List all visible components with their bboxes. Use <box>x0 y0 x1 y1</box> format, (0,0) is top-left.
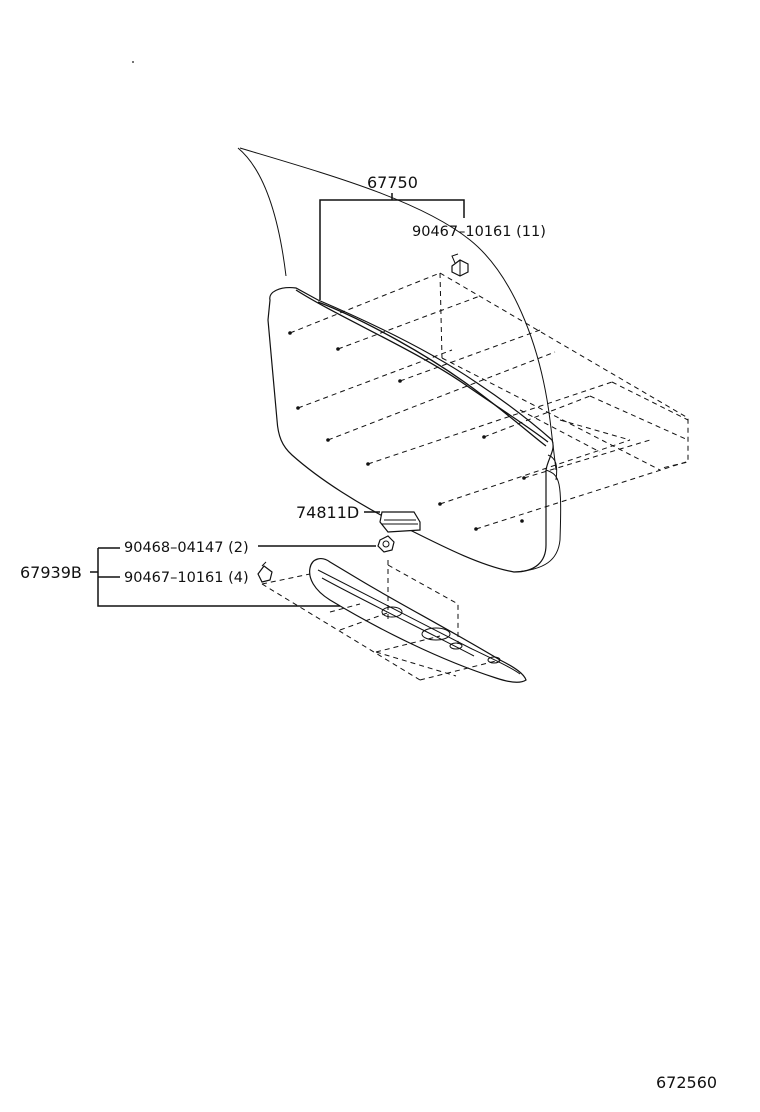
panel-leader <box>319 193 465 300</box>
figure-number: 672560 <box>656 1073 717 1092</box>
panel-clip-icon <box>451 253 469 277</box>
back-door-trim-board <box>267 287 562 573</box>
panel-clip-label: 90467–10161 (11) <box>412 224 546 240</box>
door-opening-outline <box>237 147 287 277</box>
garnish-clip-label: 90467–10161 (4) <box>124 570 249 586</box>
garnish-nut-icon <box>377 535 395 553</box>
group-part-label: 67939B <box>20 563 82 582</box>
nut-part-label: 90468–04147 (2) <box>124 540 249 556</box>
scan-speck <box>132 61 134 63</box>
board-projection-lines <box>289 272 689 530</box>
garnish-clip-icon <box>257 561 273 583</box>
lamp-part-label: 74811D <box>296 503 359 522</box>
garnish-projection-lines <box>261 560 501 681</box>
garnish-group-leader <box>90 545 376 607</box>
back-door-garnish <box>309 558 527 683</box>
panel-part-label: 67750 <box>367 173 418 192</box>
license-lamp-lens <box>379 511 421 533</box>
